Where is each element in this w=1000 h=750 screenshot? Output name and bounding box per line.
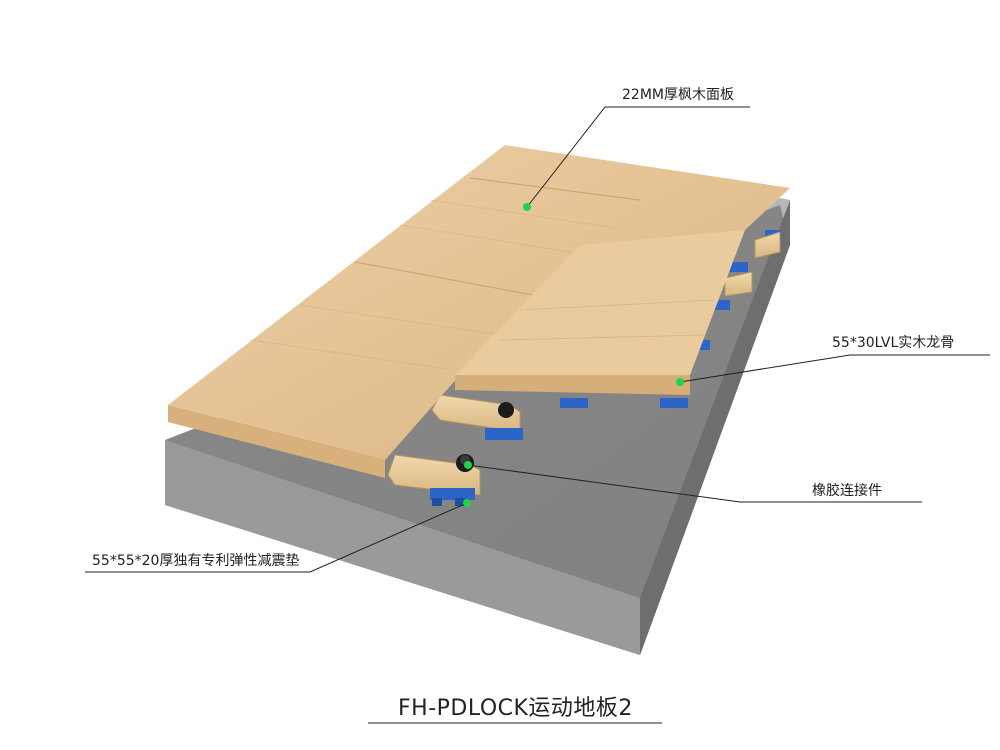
maple-panel-main [168,145,790,478]
marker-connector [464,461,472,469]
callout-connector: 橡胶连接件 [812,483,882,499]
diagram-title: FH-PDLOCK运动地板2 [398,696,633,721]
callout-top-panel: 22MM厚枫木面板 [622,87,734,103]
maple-panel-raised [455,230,745,395]
marker-top-panel [523,203,531,211]
callout-joist: 55*30LVL实木龙骨 [832,335,955,351]
marker-joist [676,378,684,386]
markers [463,203,684,507]
marker-pad [463,499,471,507]
leader-lines [85,106,990,573]
callout-pad: 55*55*20厚独有专利弹性减震垫 [92,553,300,569]
